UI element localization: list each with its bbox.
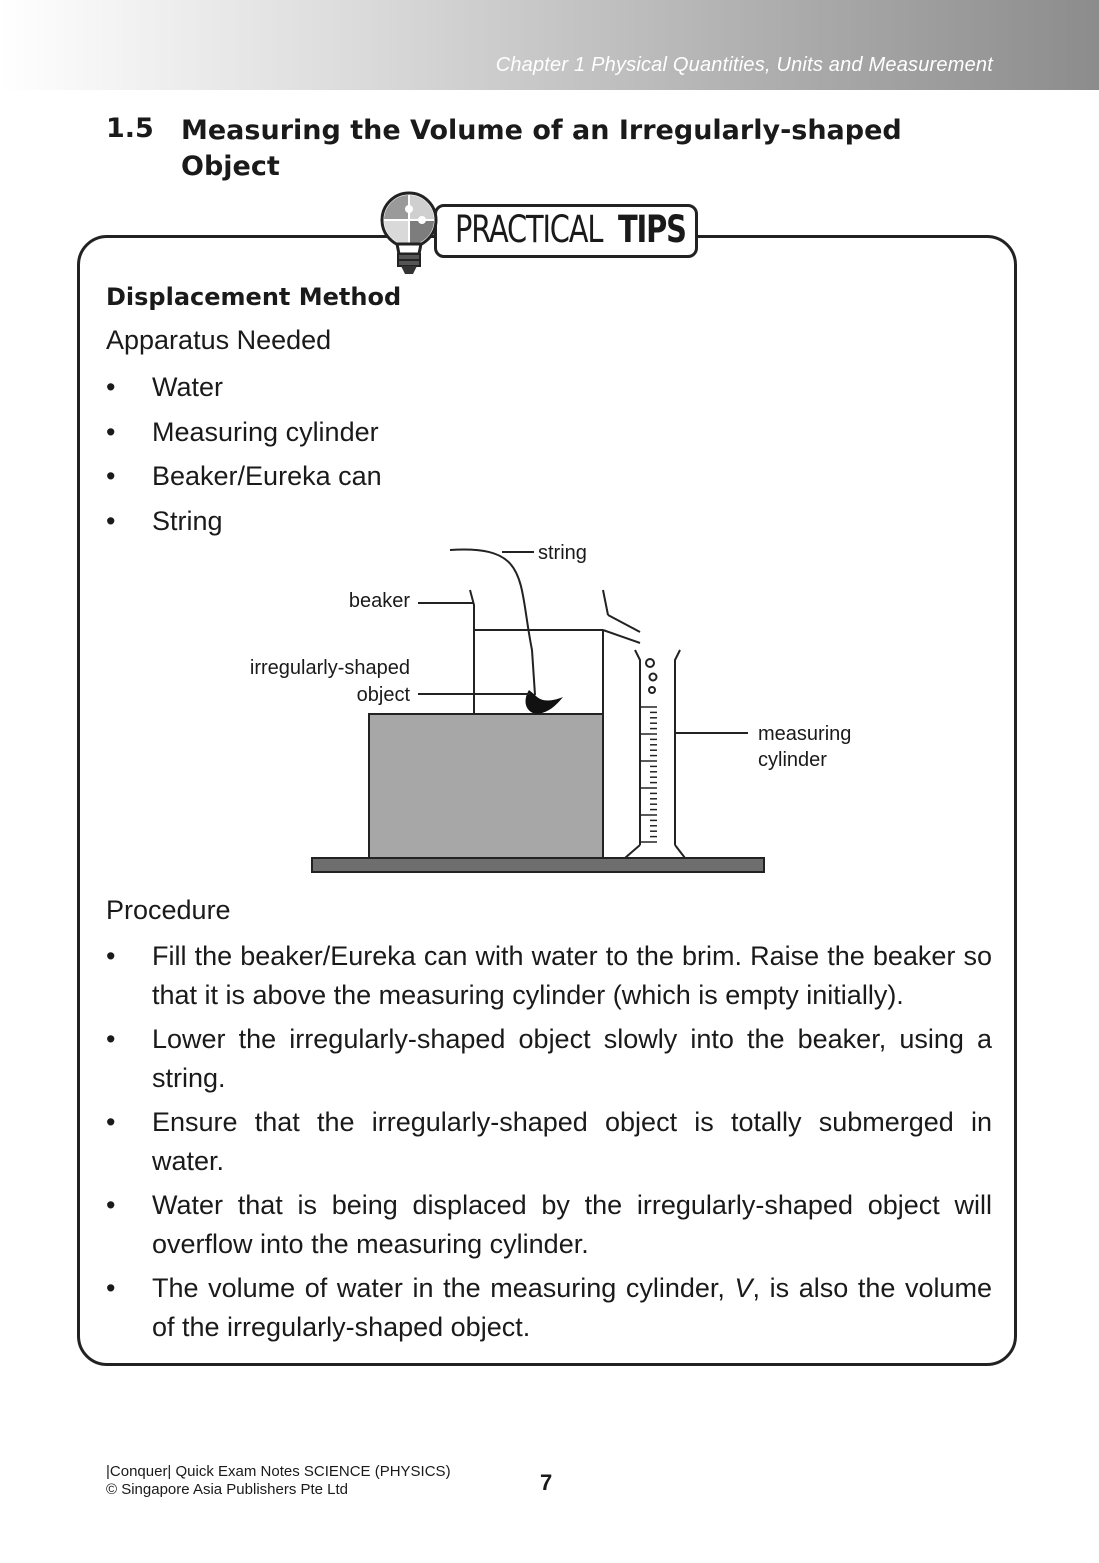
bullet: • xyxy=(106,416,116,447)
page-number: 7 xyxy=(540,1470,553,1495)
bullet: • xyxy=(106,941,116,971)
tips-word-tips: TIPS xyxy=(617,208,687,251)
section-title: Measuring the Volume of an Irregularly-s… xyxy=(181,115,902,182)
procedure-step: •Fill the beaker/Eureka can with water t… xyxy=(106,937,992,1014)
apparatus-list: •Water •Measuring cylinder •Beaker/Eurek… xyxy=(106,365,382,543)
measuring-cylinder xyxy=(622,649,688,859)
list-item: •Beaker/Eureka can xyxy=(106,454,382,499)
support-block xyxy=(368,713,604,859)
bullet: • xyxy=(106,461,116,491)
tips-word-practical: PRACTICAL xyxy=(455,208,603,251)
label-object-line2: object xyxy=(357,684,411,706)
string xyxy=(449,548,536,696)
footer-book-title: |Conquer| Quick Exam Notes SCIENCE (PHYS… xyxy=(106,1463,451,1480)
list-item: •Measuring cylinder xyxy=(106,410,382,455)
label-beaker: beaker xyxy=(349,590,410,612)
label-cylinder-line2: cylinder xyxy=(758,749,827,771)
cylinder-scale-ticks xyxy=(641,706,657,843)
section-number: 1.5 xyxy=(106,113,154,144)
header-band xyxy=(0,0,1099,90)
label-object-line1: irregularly-shaped xyxy=(250,657,410,679)
irregular-object xyxy=(525,690,563,714)
lightbulb-puzzle-icon xyxy=(380,191,438,274)
bullet: • xyxy=(106,1024,116,1054)
method-heading: Displacement Method xyxy=(106,283,402,311)
bullet: • xyxy=(106,1107,116,1137)
list-item: •String xyxy=(106,499,382,544)
base-plate xyxy=(311,857,765,873)
beaker xyxy=(469,589,641,714)
procedure-step: •Ensure that the irregularly-shaped obje… xyxy=(106,1103,992,1180)
footer-publisher: © Singapore Asia Publishers Pte Ltd xyxy=(106,1481,349,1498)
procedure-heading: Procedure xyxy=(106,895,231,925)
displacement-apparatus-diagram: string beaker irregularly-shaped object … xyxy=(250,542,851,873)
practical-tips-label: PRACTICAL TIPS xyxy=(434,204,698,258)
chapter-header: Chapter 1 Physical Quantities, Units and… xyxy=(495,54,993,76)
apparatus-heading: Apparatus Needed xyxy=(106,325,332,355)
bullet: • xyxy=(106,505,116,536)
bullet: • xyxy=(106,372,116,402)
list-item: •Water xyxy=(106,365,382,410)
cylinder-water xyxy=(641,707,674,845)
label-string: string xyxy=(538,542,587,564)
footer-credits: |Conquer| Quick Exam Notes SCIENCE (PHYS… xyxy=(106,1463,451,1499)
practical-tips-banner: PRACTICAL TIPS xyxy=(378,188,708,278)
bullet: • xyxy=(106,1190,116,1220)
procedure-step: •The volume of water in the measuring cy… xyxy=(106,1269,992,1346)
bullet: • xyxy=(106,1273,116,1303)
procedure-list: •Fill the beaker/Eureka can with water t… xyxy=(106,937,992,1352)
procedure-step: •Lower the irregularly-shaped object slo… xyxy=(106,1020,992,1097)
label-cylinder-line1: measuring xyxy=(758,723,851,745)
volume-symbol: V xyxy=(734,1273,753,1303)
procedure-step: •Water that is being displaced by the ir… xyxy=(106,1186,992,1263)
